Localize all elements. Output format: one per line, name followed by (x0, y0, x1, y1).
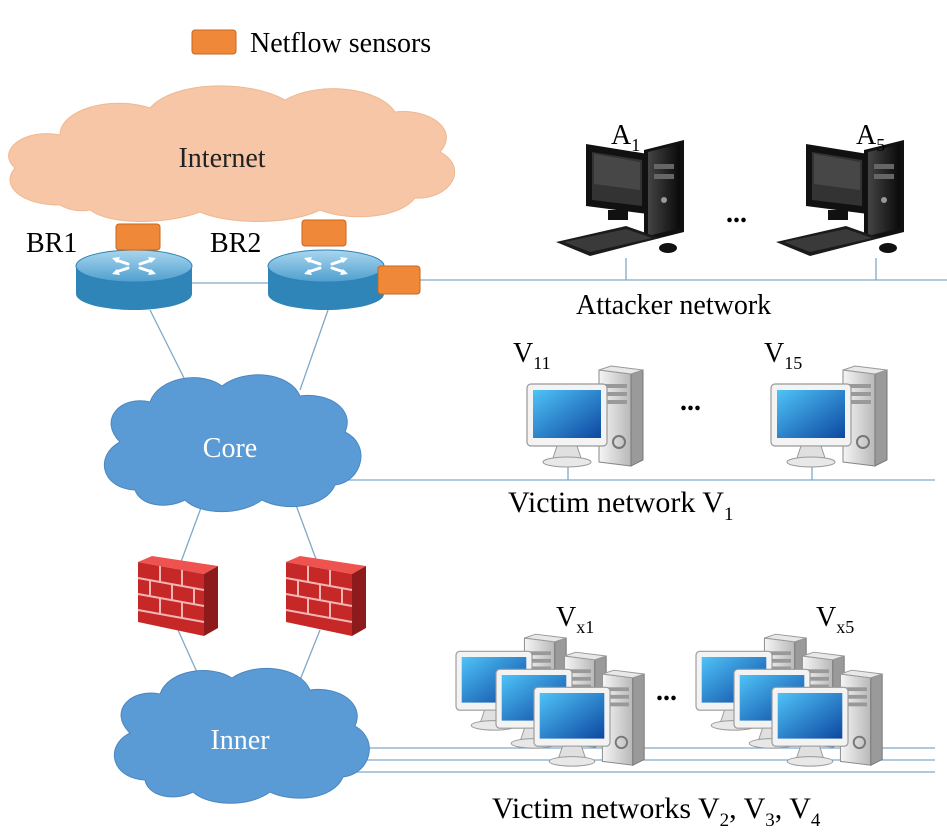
router-br1 (74, 248, 194, 312)
core-cloud: Core (103, 374, 362, 513)
desktop-computer-icon (776, 140, 904, 256)
link-br2-core (299, 309, 329, 391)
victim-host-v11-label: V11 (513, 338, 551, 373)
attacker-host-a1-label: A1 (611, 120, 640, 155)
inner-cloud: Inner (113, 667, 370, 804)
attacker-host-a5-label: A5 (856, 120, 885, 155)
br1-label: BR1 (26, 228, 77, 259)
internet-cloud: Internet (8, 85, 456, 222)
firewall-1 (137, 555, 219, 637)
victim-v1-hosts-ellipsis: ... (680, 386, 701, 417)
legend-sensor-swatch (191, 29, 237, 55)
internet-label: Internet (178, 143, 265, 174)
victim-host-v15-label: V15 (764, 338, 802, 373)
router-icon (74, 248, 194, 312)
victim-host-group-vx5 (695, 633, 884, 768)
victim-host-v15 (770, 365, 888, 468)
attacker-host-a5 (776, 140, 904, 256)
legend-label: Netflow sensors (250, 28, 431, 59)
netflow-sensor-br2-top (301, 219, 347, 247)
firewall-icon (137, 555, 219, 637)
desktop-computer-icon (770, 365, 888, 468)
netflow-sensor-br1 (115, 223, 161, 251)
attacker-hosts-ellipsis: ... (726, 198, 747, 229)
link-br1-core (149, 309, 191, 391)
victim-networks-other-label: Victim networks V2, V3, V4 (492, 792, 821, 831)
victim-network-v1-label: Victim network V1 (508, 486, 733, 525)
firewall-icon (285, 555, 367, 637)
router-br2 (266, 248, 386, 312)
attacker-network-label: Attacker network (576, 290, 771, 321)
victim-vx-hosts-ellipsis: ... (656, 676, 677, 707)
network-links (149, 258, 947, 773)
victim-host-vx5-label: Vx5 (816, 602, 854, 637)
inner-label: Inner (210, 725, 270, 756)
link-core-fw1 (177, 504, 203, 571)
core-label: Core (203, 433, 257, 464)
legend: Netflow sensors (191, 28, 431, 59)
firewall-2 (285, 555, 367, 637)
attacker-host-a1 (556, 140, 684, 256)
br2-label: BR2 (210, 228, 261, 259)
desktop-computer-icon (526, 365, 644, 468)
victim-host-v11 (526, 365, 644, 468)
netflow-sensor-br2-side (377, 265, 421, 295)
router-icon (266, 248, 386, 312)
victim-host-group-vx1 (455, 633, 646, 768)
victim-host-vx1-label: Vx1 (556, 602, 594, 637)
desktop-computer-icon (556, 140, 684, 256)
